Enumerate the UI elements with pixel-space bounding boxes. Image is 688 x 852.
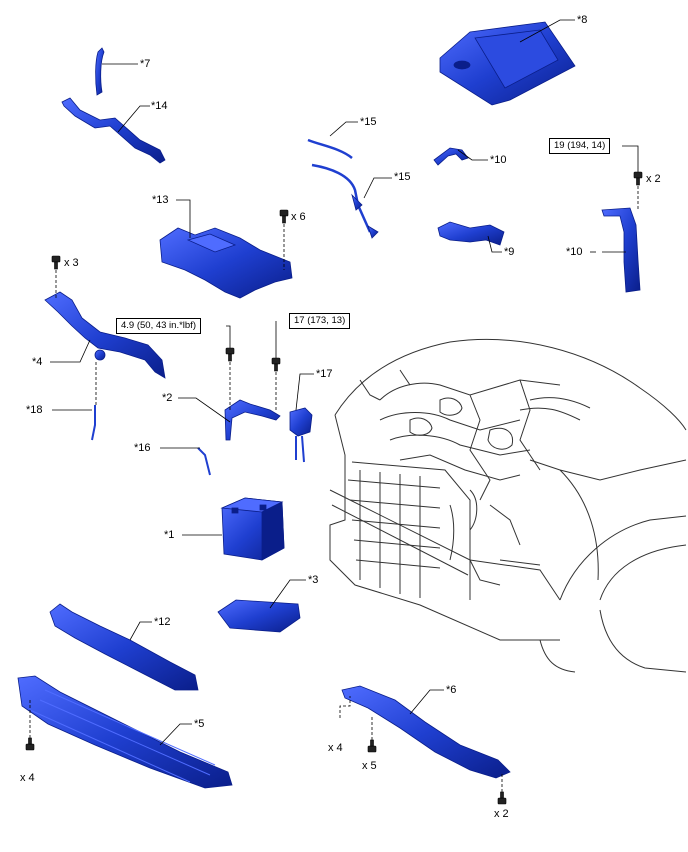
part-label-7: *7 [140,58,151,70]
part-16-wire [197,447,211,476]
torque-spec-box: 4.9 (50, 43 in.*lbf) [116,318,201,334]
part-12-undercover [49,603,199,691]
bolt-icon [271,357,281,372]
bolt-icon [25,737,35,751]
part-label-4: *4 [32,356,43,368]
qty-label: x 2 [494,808,509,820]
part-label-10a: *10 [490,154,507,166]
part-label-17: *17 [316,368,333,380]
part-15-harness-a [307,138,353,159]
qty-label: x 5 [362,760,377,772]
part-label-3: *3 [308,574,319,586]
part-label-16: *16 [134,442,151,454]
part-label-8: *8 [577,14,588,26]
bolt-icon [633,171,643,186]
part-label-15b: *15 [394,171,411,183]
part-10-hose-large [601,207,641,293]
part-2-bracket [224,399,281,441]
part-label-18: *18 [26,404,43,416]
qty-label: x 4 [328,742,343,754]
part-label-6: *6 [446,684,457,696]
part-label-5: *5 [194,718,205,730]
part-18-wire [91,405,96,441]
clip-icon [367,739,377,753]
part-9-hose [437,221,505,246]
bolt-icon [497,791,507,805]
dashed-axes [29,186,639,792]
part-label-14: *14 [151,100,168,112]
qty-label: x 3 [64,257,79,269]
part-17-relay-box [289,407,313,437]
qty-label: x 2 [646,173,661,185]
part-7-hose [95,47,105,96]
part-4-bracket [44,291,166,379]
leader-lines [50,19,639,746]
part-label-12: *12 [154,616,171,628]
part-10-hose-small [433,147,469,166]
torque-spec-box: 17 (173, 13) [289,313,351,329]
qty-label: x 6 [291,211,306,223]
part-label-13: *13 [152,194,169,206]
part-label-1: *1 [164,529,175,541]
part-label-15a: *15 [360,116,377,128]
bolt-icon [279,209,289,224]
part-label-9: *9 [504,246,515,258]
part-5-undercover [17,675,233,789]
part-14-pipe [61,97,166,164]
part-label-2: *2 [162,392,173,404]
parts-artwork [17,21,641,789]
torque-spec-box: 19 (194, 14) [549,138,611,154]
fasteners [25,171,643,805]
part-13-bracket [159,227,293,299]
part-6-undercover [341,685,511,779]
bolt-icon [225,347,235,362]
vehicle-front-illustration [329,338,687,673]
part-label-10b: *10 [566,246,583,258]
bolt-icon [51,255,61,270]
part-3-battery-tray [217,599,301,633]
qty-label: x 4 [20,772,35,784]
